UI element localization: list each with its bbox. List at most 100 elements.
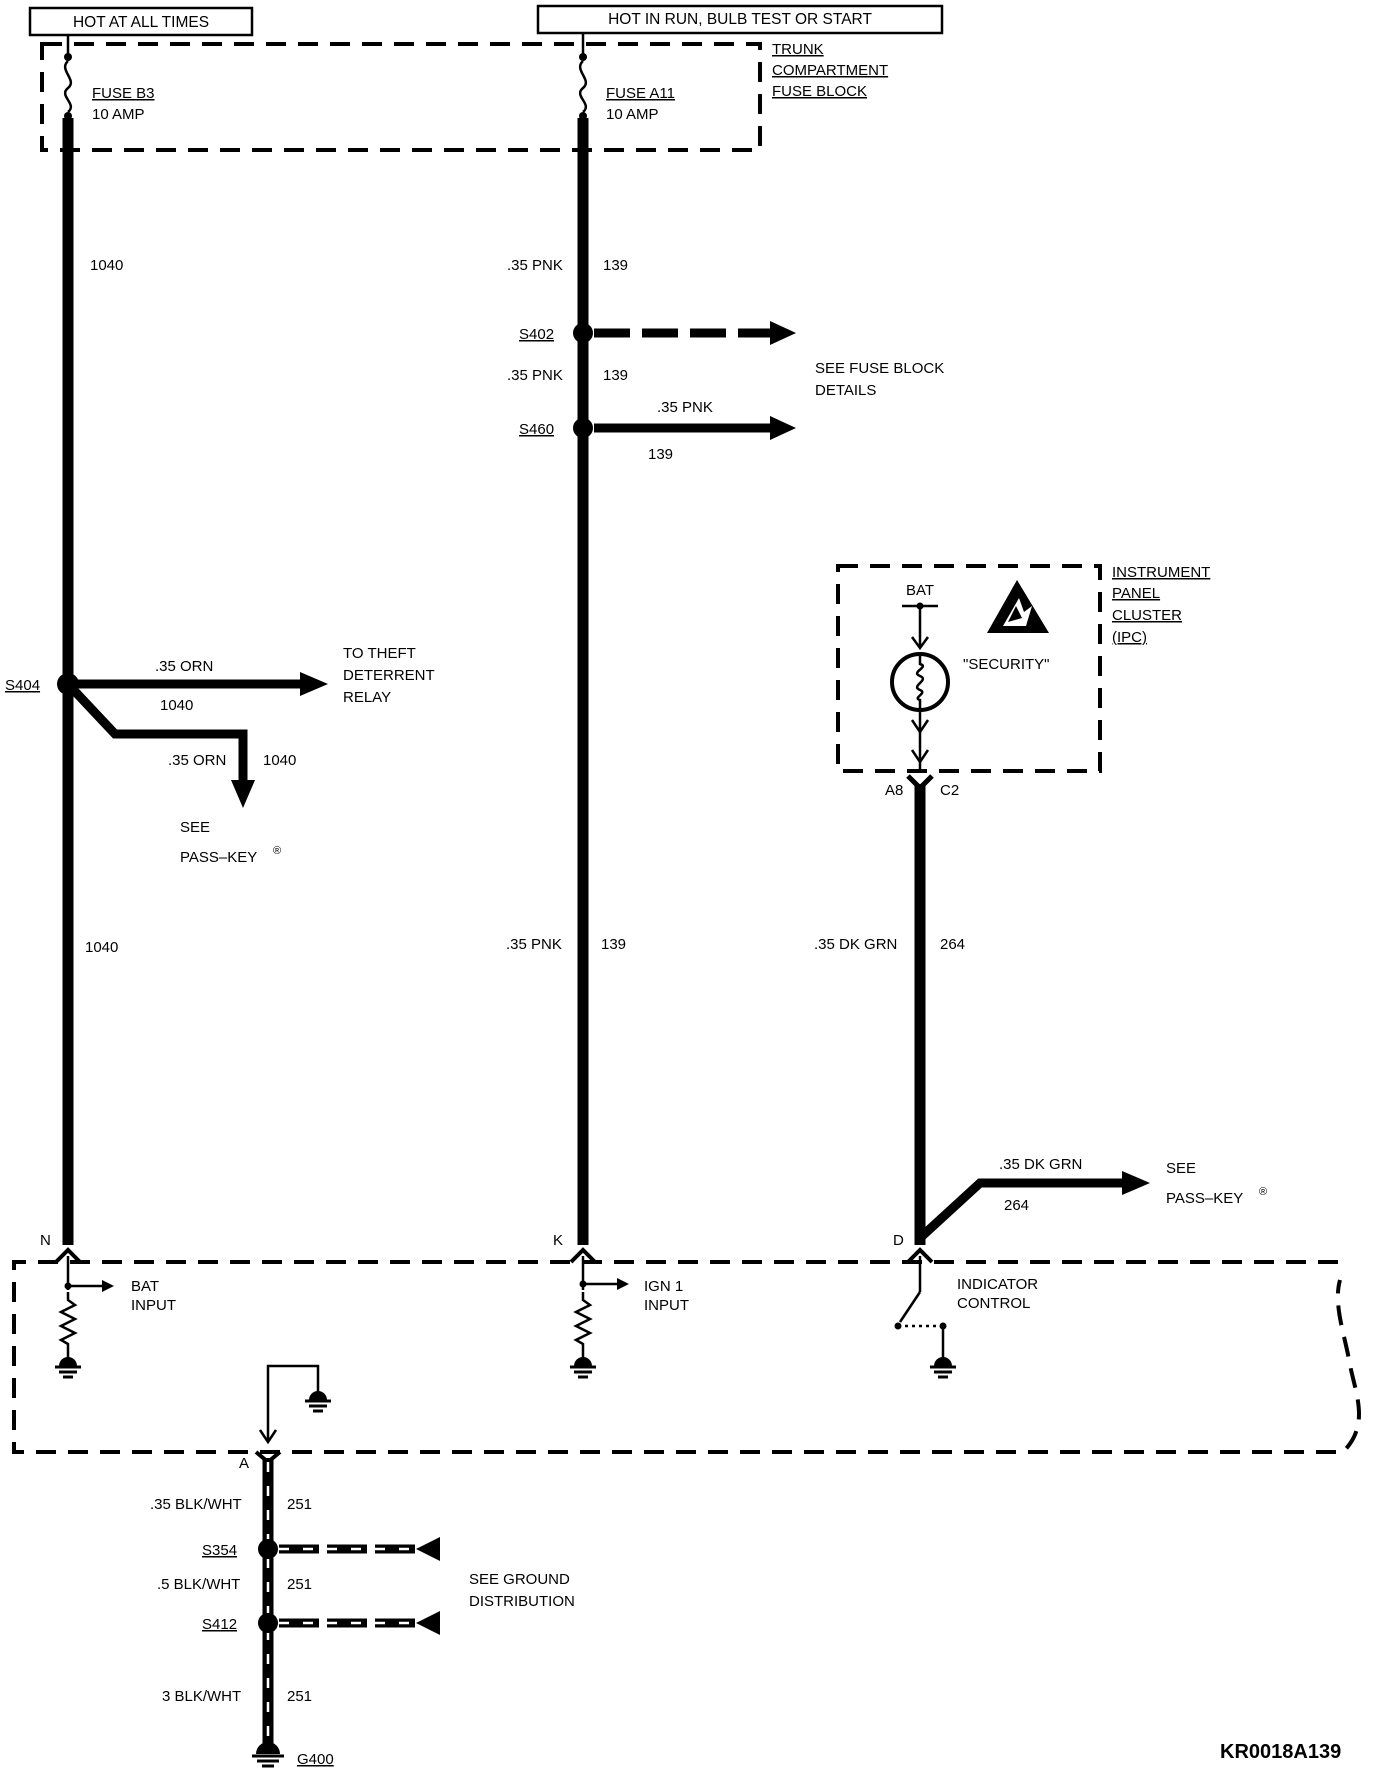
trunk-fuse-block-label-2: COMPARTMENT bbox=[772, 62, 888, 79]
see-pass-key-left-2: PASS–KEY bbox=[180, 849, 257, 866]
pin-a-label: A bbox=[239, 1455, 249, 1472]
ipc-label-4: (IPC) bbox=[1112, 629, 1147, 646]
arrow-pass-key-left bbox=[231, 780, 255, 808]
circuit-264-vert: 264 bbox=[940, 936, 965, 953]
wire-3blkwht: 3 BLK/WHT bbox=[162, 1688, 241, 1705]
s460-label: S460 bbox=[519, 421, 554, 438]
module-outline bbox=[12, 1260, 1362, 1454]
indicator-control-line2: CONTROL bbox=[957, 1295, 1030, 1312]
fuse-a11-rating: 10 AMP bbox=[606, 106, 659, 123]
s404-label: S404 bbox=[5, 677, 40, 694]
indicator-control-switch-icon bbox=[894, 1256, 958, 1379]
ign-input-circuit bbox=[568, 1256, 629, 1379]
registered-mark-left: ® bbox=[273, 845, 281, 857]
circuit-251-lower: 251 bbox=[287, 1688, 312, 1705]
circuit-251-upper: 251 bbox=[287, 1496, 312, 1513]
arrow-to-theft-relay bbox=[300, 672, 328, 696]
arrow-s354 bbox=[416, 1537, 440, 1561]
circuit-139-branch: 139 bbox=[648, 446, 673, 463]
g400-label: G400 bbox=[297, 1751, 334, 1768]
ign-input-line1: IGN 1 bbox=[644, 1278, 683, 1295]
trunk-fuse-block-label-1: TRUNK bbox=[772, 41, 824, 58]
see-ground-line1: SEE GROUND bbox=[469, 1571, 570, 1588]
wire-to-pass-key-right bbox=[916, 1178, 1125, 1242]
splice-s402 bbox=[573, 323, 593, 343]
to-theft-line3: RELAY bbox=[343, 689, 391, 706]
esd-sensitive-icon bbox=[987, 580, 1049, 633]
wire-35pnk-lower: .35 PNK bbox=[506, 936, 562, 953]
fuse-a11-icon bbox=[578, 33, 588, 120]
bat-input-circuit bbox=[53, 1256, 114, 1379]
see-ground-line2: DISTRIBUTION bbox=[469, 1593, 575, 1610]
ipc-label-3: CLUSTER bbox=[1112, 607, 1182, 624]
pin-d-label: D bbox=[893, 1232, 904, 1249]
ipc-bat-chevron bbox=[910, 636, 930, 651]
hot-at-all-times-box bbox=[28, 6, 254, 37]
ign-input-line2: INPUT bbox=[644, 1297, 689, 1314]
ground-g400-icon bbox=[252, 1742, 284, 1768]
s402-label: S402 bbox=[519, 326, 554, 343]
wire-35pnk-top: .35 PNK bbox=[507, 257, 563, 274]
see-fuse-block-line2: DETAILS bbox=[815, 382, 876, 399]
circuit-139-mid: 139 bbox=[603, 367, 628, 384]
circuit-1040-top: 1040 bbox=[90, 257, 123, 274]
hot-at-all-times-label: HOT AT ALL TIMES bbox=[73, 14, 209, 31]
pin-n-label: N bbox=[40, 1232, 51, 1249]
wire-5blkwht: .5 BLK/WHT bbox=[157, 1576, 240, 1593]
ipc-label-1: INSTRUMENT bbox=[1112, 564, 1210, 581]
pin-d-connector bbox=[906, 1247, 934, 1264]
trunk-fuse-block-label-3: FUSE BLOCK bbox=[772, 83, 867, 100]
wire-35pnk-branch: .35 PNK bbox=[657, 399, 713, 416]
wire-35dkgrn-branch: .35 DK GRN bbox=[999, 1156, 1082, 1173]
pin-n-connector bbox=[54, 1247, 82, 1264]
bat-input-line1: BAT bbox=[131, 1278, 159, 1295]
arrow-s460 bbox=[770, 416, 796, 440]
internal-ground-circuit bbox=[258, 1364, 333, 1445]
circuit-264-branch: 264 bbox=[1004, 1197, 1029, 1214]
circuit-139-top: 139 bbox=[603, 257, 628, 274]
circuit-1040-lower: 1040 bbox=[85, 939, 118, 956]
arrow-s412 bbox=[416, 1611, 440, 1635]
splice-s354 bbox=[258, 1539, 278, 1559]
s354-label: S354 bbox=[202, 1542, 237, 1559]
wire-to-pass-key-left bbox=[64, 680, 248, 782]
security-bulb-icon bbox=[890, 652, 950, 712]
see-fuse-block-line1: SEE FUSE BLOCK bbox=[815, 360, 944, 377]
indicator-control-line1: INDICATOR bbox=[957, 1276, 1038, 1293]
fuse-a11-name: FUSE A11 bbox=[606, 85, 675, 102]
to-theft-line2: DETERRENT bbox=[343, 667, 435, 684]
registered-mark-right: ® bbox=[1259, 1186, 1267, 1198]
to-theft-line1: TO THEFT bbox=[343, 645, 416, 662]
trunk-fuse-block-outline bbox=[40, 42, 762, 152]
s412-label: S412 bbox=[202, 1616, 237, 1633]
circuit-1040-branch-upper: 1040 bbox=[160, 697, 193, 714]
ipc-bat-label: BAT bbox=[906, 582, 934, 599]
connector-c2: C2 bbox=[940, 782, 959, 799]
hot-in-run-box bbox=[536, 4, 944, 35]
pin-k-label: K bbox=[553, 1232, 563, 1249]
circuit-1040-branch-lower: 1040 bbox=[263, 752, 296, 769]
wire-35dkgrn-vert: .35 DK GRN bbox=[814, 936, 897, 953]
ipc-outline bbox=[836, 564, 1102, 773]
connector-a8: A8 bbox=[885, 782, 903, 799]
wire-35orn-upper: .35 ORN bbox=[155, 658, 213, 675]
circuit-139-lower: 139 bbox=[601, 936, 626, 953]
fuse-b3-rating: 10 AMP bbox=[92, 106, 145, 123]
arrow-s402 bbox=[770, 321, 796, 345]
diagram-code: KR0018A139 bbox=[1220, 1741, 1341, 1763]
ipc-lower-chevron-2 bbox=[910, 749, 930, 765]
splice-s460 bbox=[573, 418, 593, 438]
hot-in-run-label: HOT IN RUN, BULB TEST OR START bbox=[608, 11, 872, 28]
see-pass-key-right-2: PASS–KEY bbox=[1166, 1190, 1243, 1207]
security-label: "SECURITY" bbox=[963, 656, 1050, 673]
ipc-lower-chevron-1 bbox=[910, 719, 930, 735]
wire-35pnk-mid: .35 PNK bbox=[507, 367, 563, 384]
pin-k-connector bbox=[569, 1247, 597, 1264]
ipc-label-2: PANEL bbox=[1112, 585, 1160, 602]
fuse-b3-name: FUSE B3 bbox=[92, 85, 155, 102]
fuse-b3-icon bbox=[63, 35, 73, 120]
bat-input-line2: INPUT bbox=[131, 1297, 176, 1314]
circuit-251-mid: 251 bbox=[287, 1576, 312, 1593]
wire-35blkwht: .35 BLK/WHT bbox=[150, 1496, 242, 1513]
